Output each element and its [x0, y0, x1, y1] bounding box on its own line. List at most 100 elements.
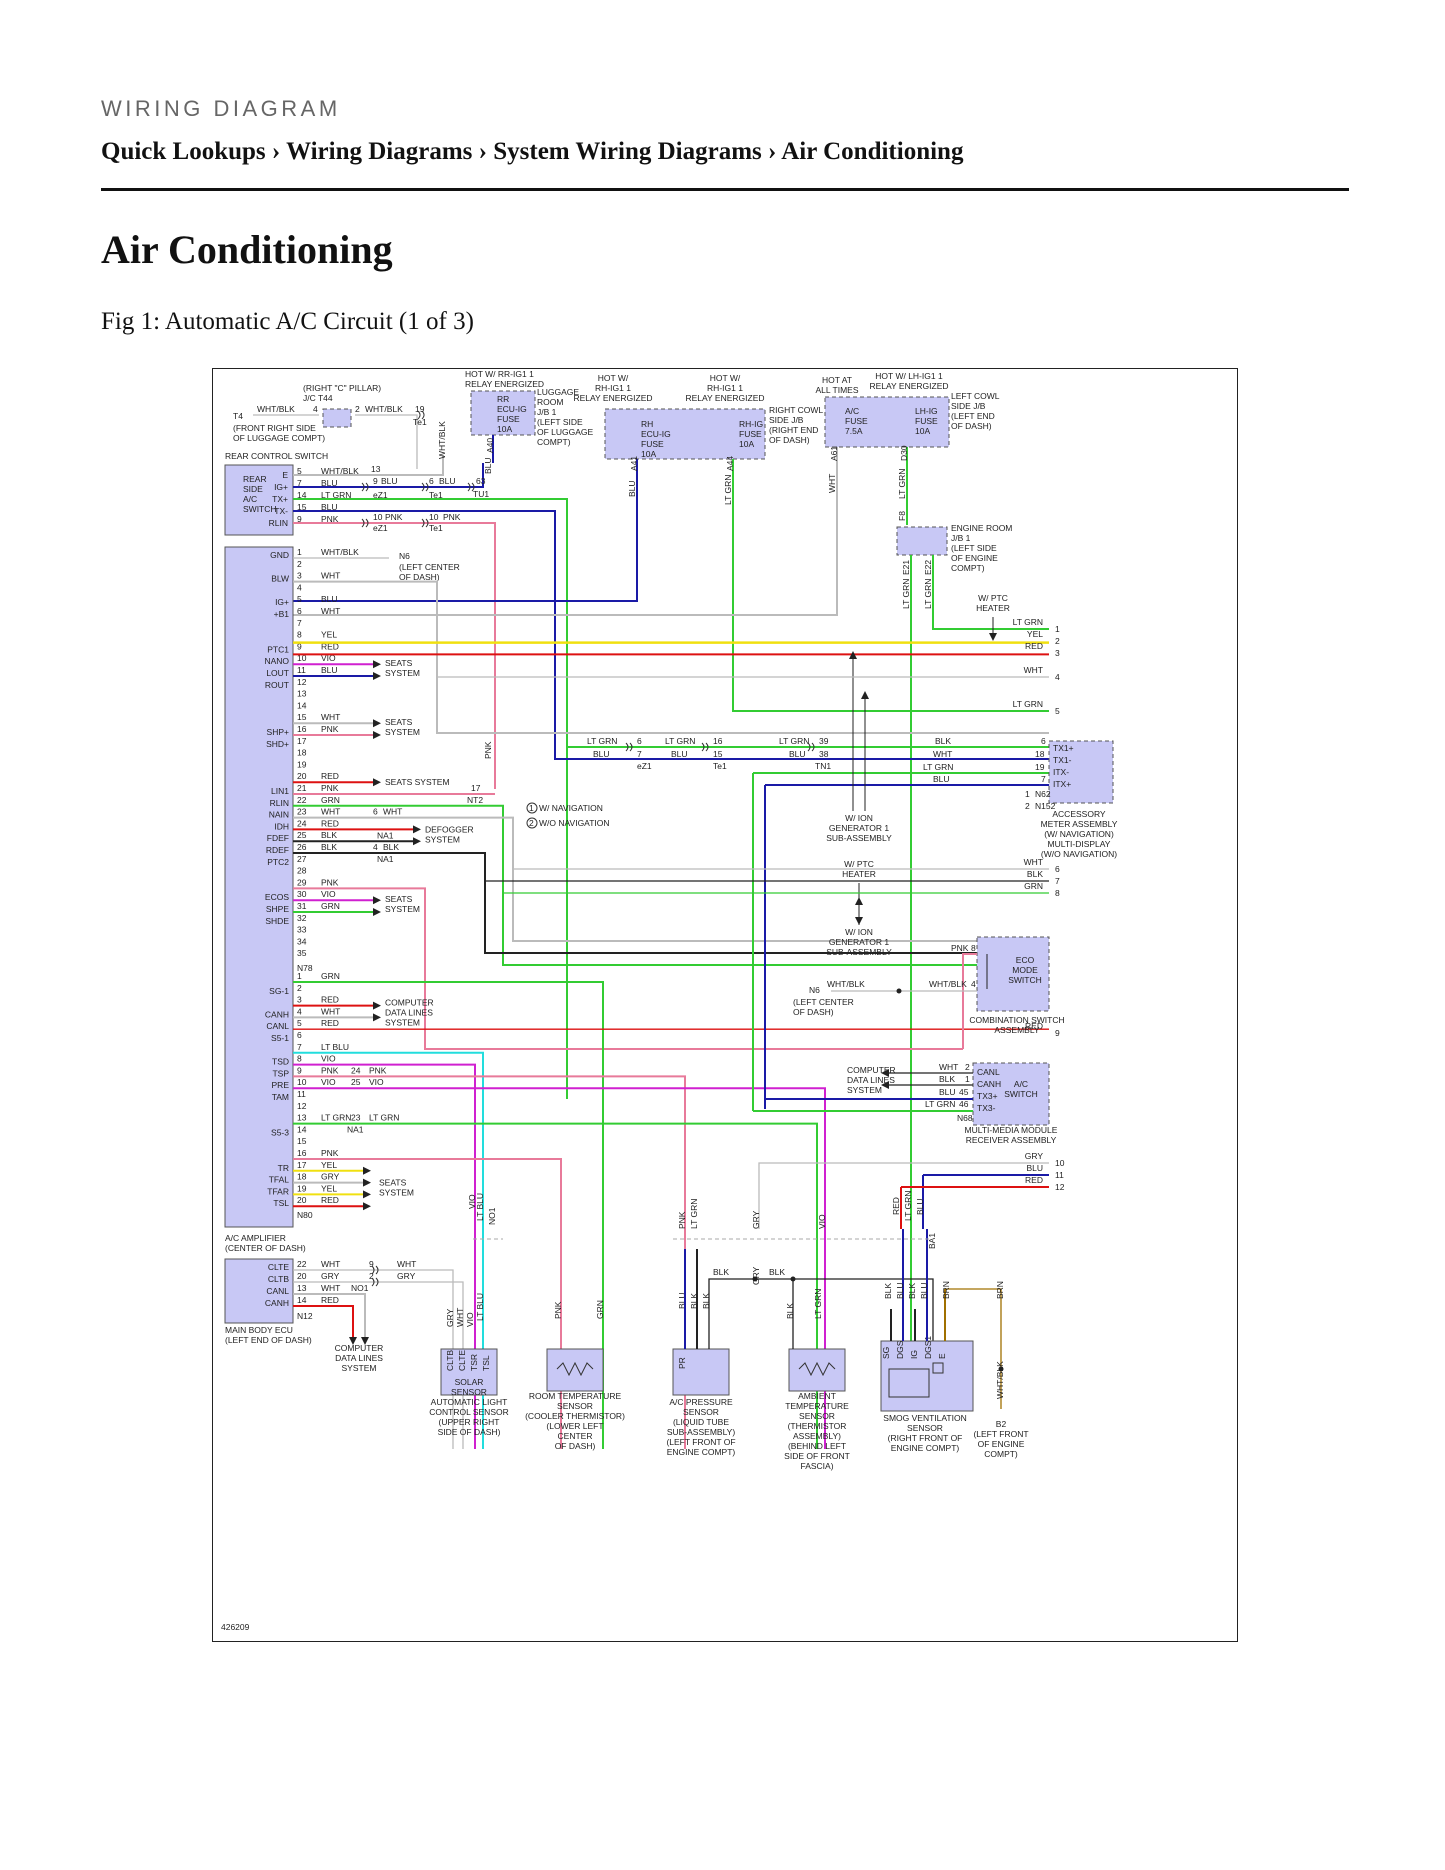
rear-switch-pin-label: E — [282, 470, 288, 480]
wire-ecu-canh — [293, 1305, 354, 1337]
amp-pin-number: 9 — [297, 641, 302, 651]
wire-cltb — [293, 1281, 464, 1449]
wire-label: BLK — [769, 1267, 785, 1277]
arrow-head — [373, 896, 381, 905]
amp-pin-label: IG+ — [275, 597, 289, 607]
amp-pin-label: GND — [270, 550, 289, 560]
wire-blw — [293, 580, 1049, 734]
hot-at-all-times-label: HOT AT — [822, 375, 852, 385]
amp-pin-label: IDH — [274, 821, 289, 831]
junction-dot — [752, 1276, 758, 1282]
ac-pressure-sensor-label: SENSOR — [683, 1407, 719, 1417]
wire-e22 — [932, 555, 1049, 630]
wire-label: LT GRN — [925, 1099, 955, 1109]
terminal-number: 12 — [1055, 1182, 1065, 1192]
amp-wire-label: VIO — [321, 653, 336, 663]
amp-pin-number: 35 — [297, 948, 307, 958]
amp-pin-label: CANL — [266, 1021, 289, 1031]
amp-pin-number: 18 — [297, 748, 307, 758]
amp-pin-label: SHP+ — [267, 727, 289, 737]
breadcrumb-separator: › — [478, 138, 487, 165]
connector-symbol — [467, 482, 475, 492]
amp-pin-number: 16 — [297, 1148, 307, 1158]
connector-id: N12 — [297, 1311, 313, 1321]
amp-pin-label: TR — [278, 1163, 289, 1173]
amp-wire-label: VIO — [321, 889, 336, 899]
amp-pin-number: 4 — [297, 1006, 302, 1016]
ptc-heater-label-2: HEATER — [842, 869, 876, 879]
engine-room-jb — [896, 526, 948, 556]
wire-ig-plus — [293, 459, 638, 602]
connector-symbol — [807, 742, 815, 752]
ground-n6: N6 — [399, 551, 410, 561]
ac-switch — [972, 1062, 1050, 1126]
amp-wire-label: RED — [321, 641, 339, 651]
wire-label-vertical: LT GRN — [723, 475, 733, 505]
rh-ig-fuse-label: RH-IG — [739, 419, 763, 429]
pin-number: 19 — [1035, 762, 1045, 772]
rr-fuse-label: ECU-IG — [497, 404, 527, 414]
amp-pin-number: 12 — [297, 677, 307, 687]
wire-label: LT GRN — [587, 736, 617, 746]
room-temperature-sensor-label: CENTER — [558, 1431, 593, 1441]
breadcrumb-item-system-wiring-diagrams[interactable]: System Wiring Diagrams — [493, 138, 762, 165]
amp-wire-label: RED — [321, 818, 339, 828]
amp-pin-label: TSL — [273, 1198, 289, 1208]
ambient-sensor-label: (THERMISTOR — [788, 1421, 847, 1431]
amp-wire-label: GRN — [321, 901, 340, 911]
ground-b2-label: COMPT) — [984, 1449, 1018, 1459]
wire-label-vertical: WHT/BLK — [437, 421, 447, 459]
lh-ig-hot-label: RELAY ENERGIZED — [869, 381, 948, 391]
lh-ig-fuse-label: LH-IG — [915, 406, 938, 416]
sensor-pin-label: PR — [677, 1357, 687, 1369]
amp-pin-number: 3 — [297, 995, 302, 1005]
amp-wire-label: BLK — [321, 842, 337, 852]
breadcrumb-item-air-conditioning[interactable]: Air Conditioning — [781, 138, 964, 165]
wire-label-vertical: BLK — [907, 1283, 917, 1299]
wire-label: BLK — [383, 842, 399, 852]
wire-label: GRY — [397, 1271, 416, 1281]
connector-id: NA1 — [347, 1125, 364, 1135]
rear-side-ac-switch — [224, 464, 294, 536]
figure-caption: Fig 1: Automatic A/C Circuit (1 of 3) — [101, 308, 474, 335]
amp-pin-label: SHD+ — [266, 739, 289, 749]
wire-s5-3 — [293, 1122, 818, 1449]
amp-pin-number: 5 — [297, 1018, 302, 1028]
amp-wire-label: PNK — [321, 877, 339, 887]
seats-system-label: SEATS — [385, 894, 413, 904]
wire-label-vertical: WHT — [455, 1308, 465, 1327]
connector-id: NO1 — [351, 1283, 369, 1293]
wire-label: WHT/BLK — [365, 404, 403, 414]
pin-number: 39 — [819, 736, 829, 746]
luggage-jb-label: LUGGAGE — [537, 387, 579, 397]
pin-number: 4 — [971, 979, 976, 989]
terminal-wire-label: RED — [1025, 1175, 1043, 1185]
amp-pin-number: 23 — [297, 807, 307, 817]
amp-pin-label: +B1 — [274, 609, 290, 619]
amp-wire-label: WHT — [321, 807, 340, 817]
accessory-meter-label: MULTI-DISPLAY — [1048, 839, 1111, 849]
amp-pin-label: PTC1 — [267, 644, 289, 654]
legend-marker: 1 — [1025, 789, 1030, 799]
amp-pin-label: PRE — [272, 1080, 290, 1090]
amp-wire-label: YEL — [321, 1160, 337, 1170]
amp-pin-label: TSD — [272, 1057, 289, 1067]
arrow-head — [363, 1178, 371, 1187]
amp-pin-label: CANH — [265, 1009, 289, 1019]
amp-pin-number: 10 — [297, 1077, 307, 1087]
ground-n6: N6 — [809, 985, 820, 995]
thermistor-symbol — [556, 1361, 594, 1377]
wire-jc-t44 — [355, 414, 418, 469]
wire-label-vertical: LT BLU — [475, 1293, 485, 1321]
wire-label-vertical: LT GRN — [689, 1199, 699, 1229]
wire-label-vertical: GRY — [751, 1266, 761, 1285]
arrow-head — [881, 1069, 889, 1077]
ac-switch-pin-label: TX3- — [977, 1103, 996, 1113]
smog-pin-label: IG — [909, 1350, 919, 1359]
amp-wire-label: VIO — [321, 1054, 336, 1064]
arrow-head — [989, 633, 997, 641]
breadcrumb-item-quick-lookups[interactable]: Quick Lookups — [101, 138, 266, 165]
amp-pin-number: 33 — [297, 925, 307, 935]
breadcrumb-item-wiring-diagrams[interactable]: Wiring Diagrams — [286, 138, 473, 165]
